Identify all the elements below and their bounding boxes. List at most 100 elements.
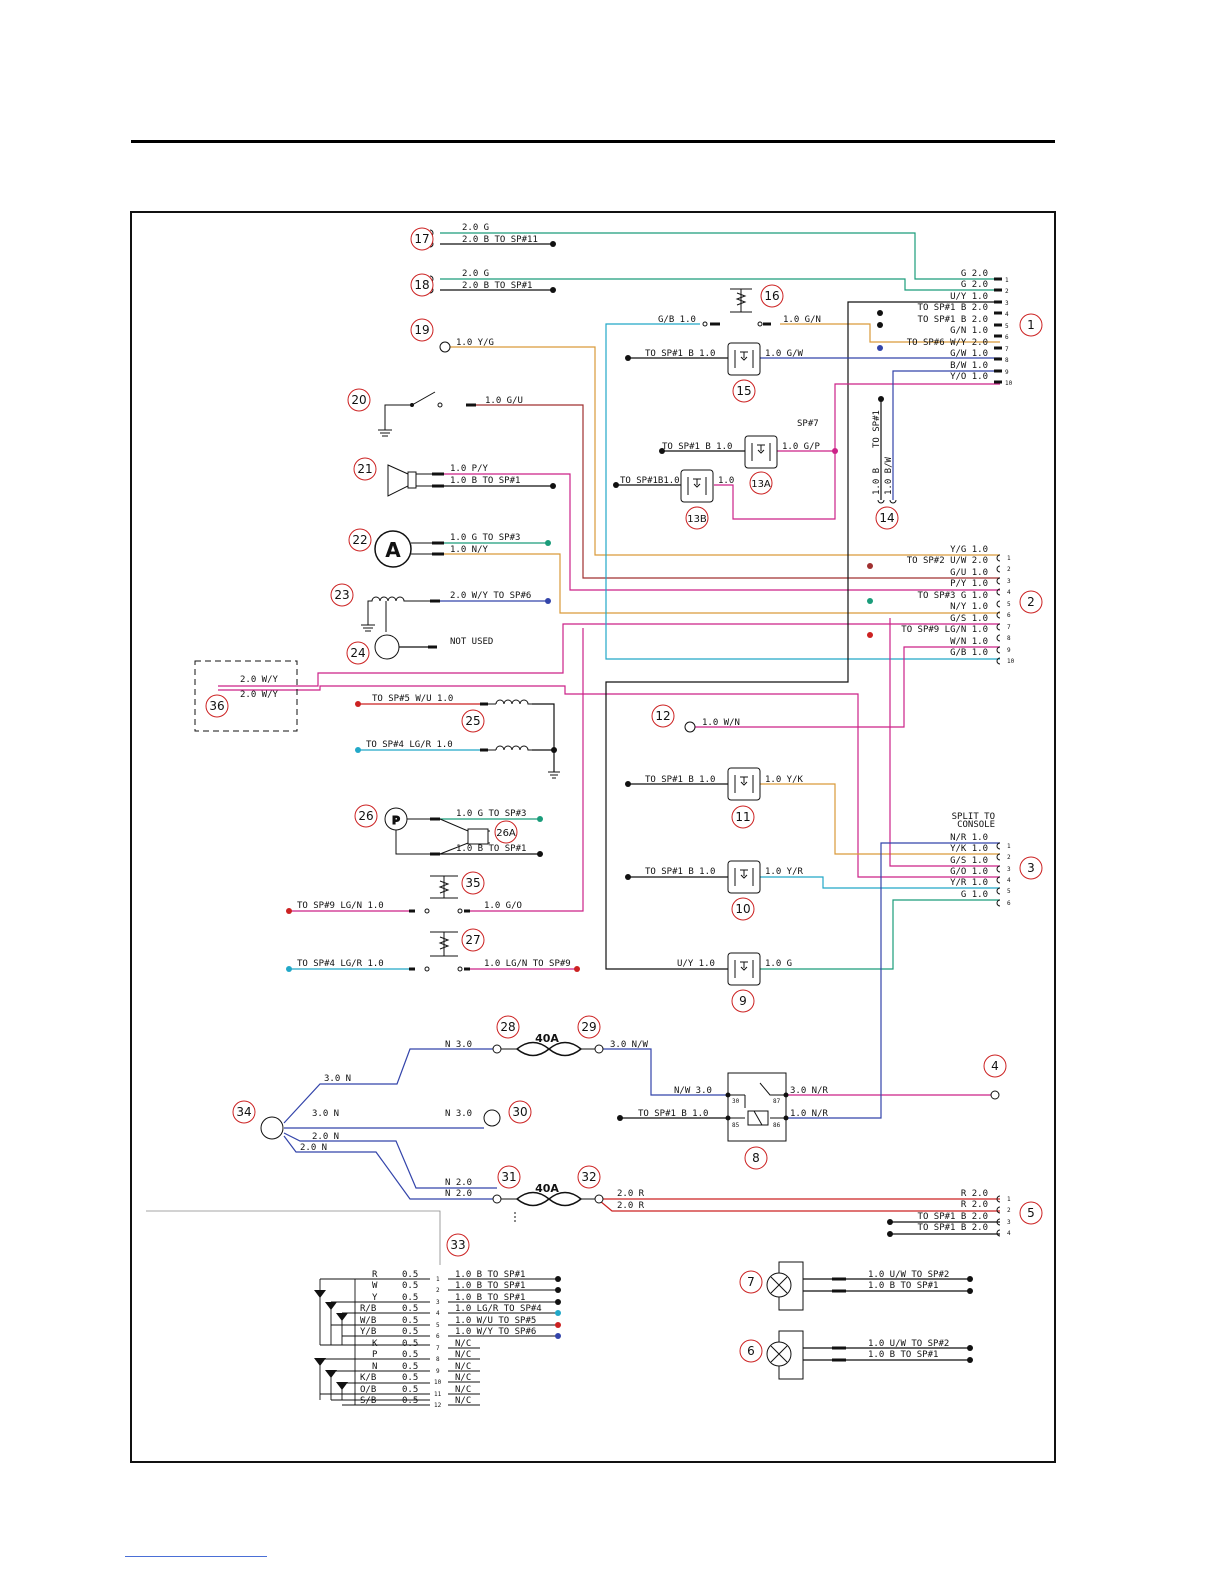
wire-color: Y — [372, 1293, 378, 1303]
pin-number: 1 — [1007, 843, 1011, 850]
switch-35 — [424, 875, 463, 914]
wire-label: 2.0 G — [462, 223, 489, 233]
fuse-rating: 40A — [535, 1182, 559, 1195]
conn3-row: Y/R 1.0 — [950, 878, 988, 888]
wire-label: N 3.0 — [445, 1040, 472, 1050]
callout-label: 18 — [414, 278, 429, 292]
pin-number: 4 — [1005, 311, 1009, 318]
conn1-row: U/Y 1.0 — [950, 292, 988, 302]
diagram-frame — [130, 211, 1056, 1463]
wire-label: 2.0 W/Y — [240, 675, 279, 685]
split-label: SPLIT TO — [952, 812, 995, 822]
wire-dest: N/C — [455, 1396, 471, 1406]
callout-label: 35 — [465, 876, 480, 890]
wire-color: W/B — [360, 1316, 376, 1326]
relay-9 — [727, 952, 761, 986]
conn1-row: G/W 1.0 — [950, 349, 988, 359]
conn2-row: Y/G 1.0 — [950, 545, 988, 555]
wires — [146, 232, 1000, 1361]
fuse-28-29: 40A — [492, 1032, 604, 1057]
wire-dest: 1.0 B TO SP#1 — [455, 1293, 525, 1303]
pin-number: 7 — [436, 1345, 440, 1352]
wire-label: 3.0 N — [312, 1109, 339, 1119]
wire-color: R/B — [360, 1304, 376, 1314]
conn1-row: G/N 1.0 — [950, 326, 988, 336]
callout-label: 2 — [1027, 595, 1035, 609]
wire-dest: N/C — [455, 1385, 471, 1395]
wire-size: 0.5 — [402, 1316, 418, 1326]
pin-number: 8 — [436, 1356, 440, 1363]
wire-size: 0.5 — [402, 1385, 418, 1395]
wire-label: 1.0 W/N — [702, 718, 740, 728]
conn2-row: W/N 1.0 — [950, 637, 988, 647]
pin-number: 6 — [436, 1333, 440, 1340]
pin-number: 1 — [1005, 277, 1009, 284]
wire-color: R — [372, 1270, 378, 1280]
callout-label: 27 — [465, 933, 480, 947]
wire-dest: N/C — [455, 1350, 471, 1360]
conn2-row: TO SP#3 G 1.0 — [918, 591, 988, 601]
conn1-row: TO SP#1 B 2.0 — [918, 303, 988, 313]
pin-number: 8 — [1007, 635, 1011, 642]
pressure-switch-26: P — [384, 807, 490, 855]
callout-label: 31 — [501, 1170, 516, 1184]
wire-label: TO SP#1 B 1.0 — [645, 775, 715, 785]
pin-number: 10 — [434, 1379, 442, 1386]
callout-label: 13B — [687, 514, 707, 525]
wire-label: TO SP#1B1.0 — [620, 476, 680, 486]
wire-label: 1.0 B TO SP#1 — [868, 1281, 938, 1291]
wire-label: 1.0 G/P — [782, 442, 821, 452]
sender-24 — [374, 634, 400, 660]
wire-label: U/Y 1.0 — [677, 959, 715, 969]
page-header-rule — [131, 140, 1055, 143]
pin-number: 2 — [1007, 1207, 1011, 1214]
pin-number: 5 — [1007, 888, 1011, 895]
wire-size: 0.5 — [402, 1327, 418, 1337]
callout-label: 19 — [414, 323, 429, 337]
relay-15 — [727, 342, 761, 376]
pin-number: 6 — [1007, 612, 1011, 619]
wire-dest: N/C — [455, 1339, 471, 1349]
wire-label: N/W 3.0 — [674, 1086, 712, 1096]
wire-label: TO SP#4 LG/R 1.0 — [297, 959, 384, 969]
callout-label: 9 — [739, 994, 747, 1008]
wire-label: 3.0 N/W — [610, 1040, 649, 1050]
pin-number: 5 — [1007, 601, 1011, 608]
wire-label: 1.0 B — [872, 468, 882, 495]
connector-33 — [319, 1278, 558, 1406]
wire-labels: 2.0 G 2.0 B TO SP#11 2.0 G 2.0 B TO SP#1… — [240, 223, 949, 1360]
wire-label: N 2.0 — [445, 1178, 472, 1188]
wire-label: 1.0 N/R — [790, 1109, 829, 1119]
wire-color: N — [372, 1362, 377, 1372]
callout-label: 1 — [1027, 318, 1035, 332]
wire-label: TO SP#9 LG/N 1.0 — [297, 901, 384, 911]
lamp-6 — [766, 1330, 832, 1380]
terminal-dots — [286, 241, 973, 1363]
fuse-rating: 40A — [535, 1032, 559, 1045]
wire-label: 1.0 B/W — [884, 456, 894, 495]
conn5-row: TO SP#1 B 2.0 — [918, 1212, 988, 1222]
pin-number: 4 — [1007, 589, 1011, 596]
pin-number: 10 — [1005, 380, 1013, 387]
conn1-row: TO SP#6 W/Y 2.0 — [907, 338, 988, 348]
callout-label: 7 — [747, 1275, 755, 1289]
pin-number: 12 — [434, 1402, 442, 1409]
wire-label: 1.0 B TO SP#1 — [868, 1350, 938, 1360]
callout-label: 28 — [500, 1020, 515, 1034]
terminals-14 — [877, 499, 897, 504]
wire-label: 2.0 B TO SP#11 — [462, 235, 538, 245]
callout-label: 33 — [450, 1238, 465, 1252]
wire-color: O/B — [360, 1385, 376, 1395]
pin-number: 5 — [1005, 323, 1009, 330]
wire-label: G/B 1.0 — [658, 315, 696, 325]
pin-number: 9 — [436, 1368, 440, 1375]
wire-size: 0.5 — [402, 1293, 418, 1303]
pin-number: 9 — [1007, 647, 1011, 654]
wire-label: 1.0 G/O — [484, 901, 522, 911]
callout-label: 21 — [357, 462, 372, 476]
wire-label: TO SP#5 W/U 1.0 — [372, 694, 453, 704]
wire-label: 1.0 B TO SP#1 — [450, 476, 520, 486]
conn1-row: G 2.0 — [961, 280, 988, 290]
callout-label: 3 — [1027, 861, 1035, 875]
callout-label: 22 — [352, 533, 367, 547]
